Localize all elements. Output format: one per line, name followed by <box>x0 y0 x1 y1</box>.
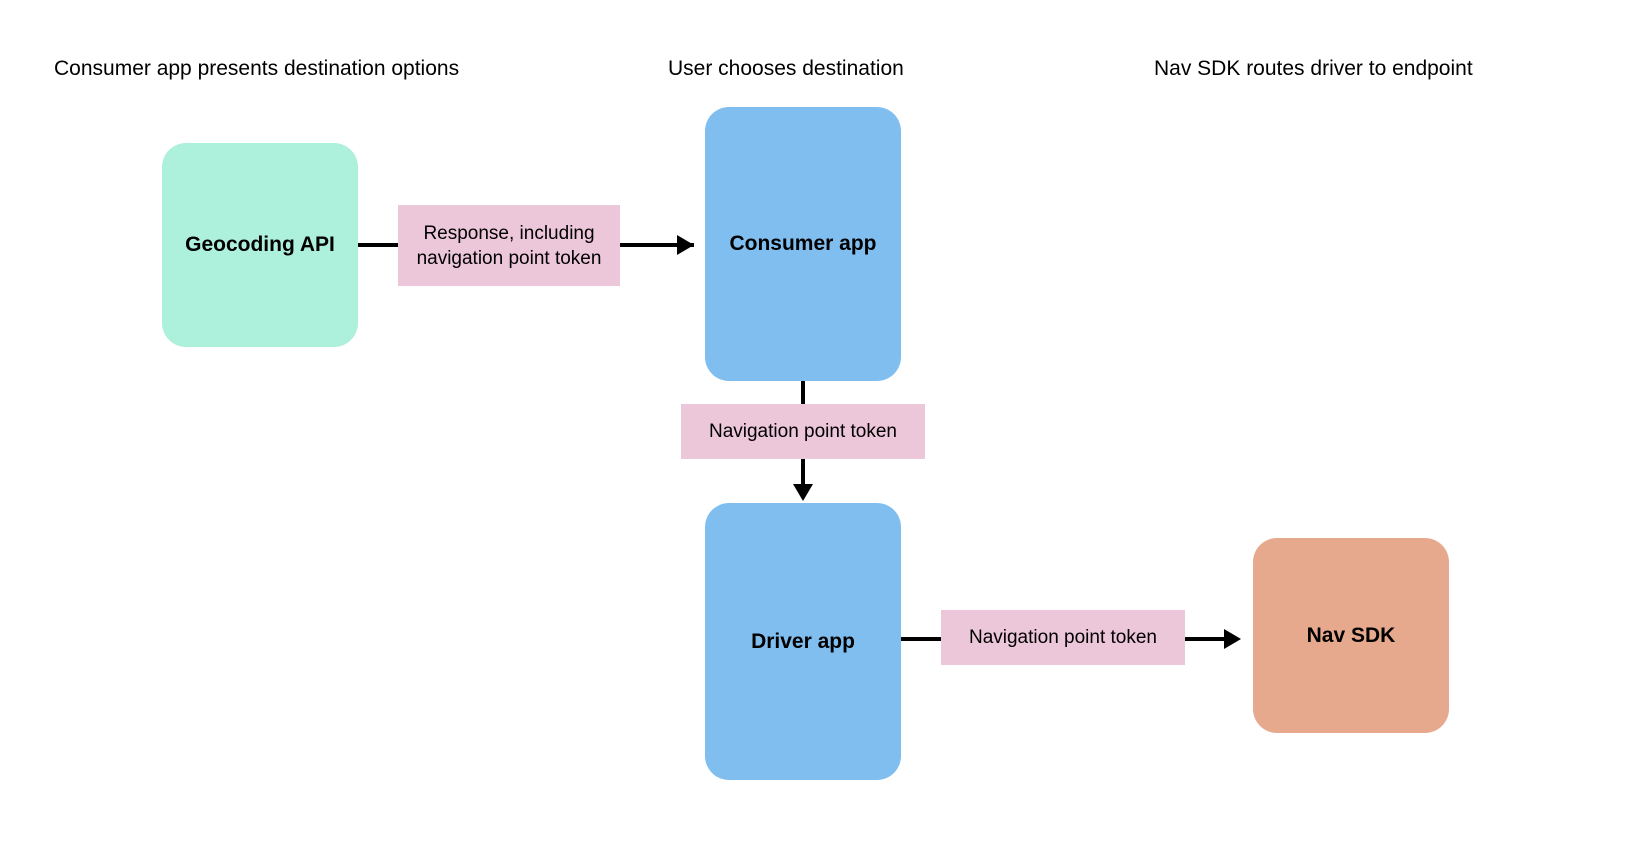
arrowhead-icon-driver-to-navsdk <box>1224 629 1241 649</box>
edge-label-navigation-point-token-driver-to-navsdk: Navigation point token <box>941 610 1185 665</box>
column-header-user-chooses: User chooses destination <box>668 57 904 80</box>
node-nav-sdk[interactable]: Nav SDK <box>1253 538 1449 733</box>
column-header-consumer-app: Consumer app presents destination option… <box>54 57 460 80</box>
edge-label-navigation-point-token-consumer-to-driver: Navigation point token <box>681 404 925 459</box>
column-header-nav-sdk: Nav SDK routes driver to endpoint <box>1154 57 1473 80</box>
node-consumer-app[interactable]: Consumer app <box>705 107 901 381</box>
node-label-driver-app: Driver app <box>751 629 855 653</box>
node-driver-app[interactable]: Driver app <box>705 503 901 780</box>
node-label-geocoding-api: Geocoding API <box>185 233 335 256</box>
arrowhead-icon-geocoding-to-consumer <box>677 235 694 255</box>
node-label-consumer-app: Consumer app <box>729 232 877 255</box>
node-label-nav-sdk: Nav SDK <box>1306 623 1396 647</box>
arrowhead-icon-consumer-to-driver <box>793 484 813 501</box>
edge-label-response-including-navigation-point-token: Response, including navigation point tok… <box>398 205 620 286</box>
node-geocoding-api[interactable]: Geocoding API <box>162 143 358 347</box>
